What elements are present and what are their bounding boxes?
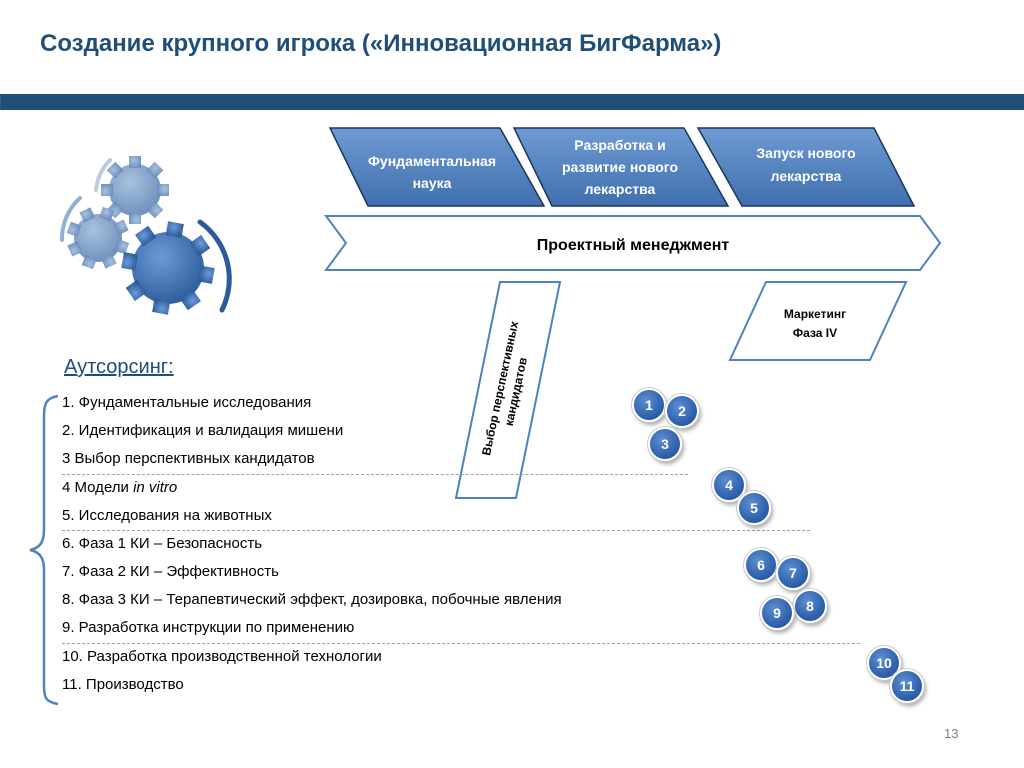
phase-launch-line-1: Запуск нового	[756, 145, 855, 161]
list-item: 11. Производство	[62, 676, 184, 693]
list-item: 4 Модели in vitro	[62, 477, 177, 499]
step-badge-8: 8	[793, 589, 827, 623]
divider-dashed	[62, 643, 860, 644]
list-item-italic: in vitro	[133, 479, 178, 496]
step-badge-5: 5	[737, 491, 771, 525]
marketing-line-1: Маркетинг	[784, 307, 846, 321]
divider-dashed	[62, 474, 688, 475]
phase-development	[512, 127, 730, 207]
divider-dashed	[62, 530, 810, 531]
step-badge-3: 3	[648, 427, 682, 461]
project-management-label: Проектный менеджмент	[537, 237, 730, 254]
list-item: 10. Разработка производственной технолог…	[62, 648, 382, 665]
page-number: 13	[944, 726, 959, 741]
list-item: 8. Фаза 3 КИ – Терапевтический эффект, д…	[62, 591, 562, 608]
phase-fundamental-science	[328, 127, 546, 207]
title-bar	[0, 94, 1024, 110]
step-badge-6: 6	[744, 548, 778, 582]
list-item: 9. Разработка инструкции по применению	[62, 619, 355, 636]
step-badge-2: 2	[665, 394, 699, 428]
phase-development-line-1: Разработка и	[574, 137, 665, 153]
outsourcing-heading: Аутсорсинг:	[64, 356, 174, 378]
phase-launch	[696, 127, 916, 207]
left-brace-icon	[29, 394, 59, 706]
list-item-text: 4 Модели	[62, 479, 134, 496]
marketing-line-2: Фаза IV	[793, 326, 837, 340]
phase-development-line-2: развитие нового	[562, 159, 678, 175]
phase-fundamental-line-2: наука	[413, 175, 452, 191]
list-item: 7. Фаза 2 КИ – Эффективность	[62, 563, 279, 580]
phase-fundamental-line-1: Фундаментальная	[368, 153, 496, 169]
step-badge-11: 11	[890, 669, 924, 703]
step-badge-9: 9	[760, 596, 794, 630]
phase-launch-line-2: лекарства	[771, 168, 842, 184]
step-badge-7: 7	[776, 556, 810, 590]
list-item: 3 Выбор перспективных кандидатов	[62, 450, 315, 467]
step-badge-1: 1	[632, 388, 666, 422]
list-item: 6. Фаза 1 КИ – Безопасность	[62, 535, 263, 552]
list-item: 2. Идентификация и валидация мишени	[62, 422, 344, 439]
candidate-selection-box	[454, 281, 562, 499]
slide-title: Создание крупного игрока («Инновационная…	[40, 30, 722, 57]
marketing-box	[728, 281, 908, 361]
project-management-arrow	[324, 215, 942, 271]
list-item: 5. Исследования на животных	[62, 507, 272, 524]
phase-development-line-3: лекарства	[585, 181, 656, 197]
gears-icon	[59, 156, 232, 315]
list-item: 1. Фундаментальные исследования	[62, 394, 312, 411]
